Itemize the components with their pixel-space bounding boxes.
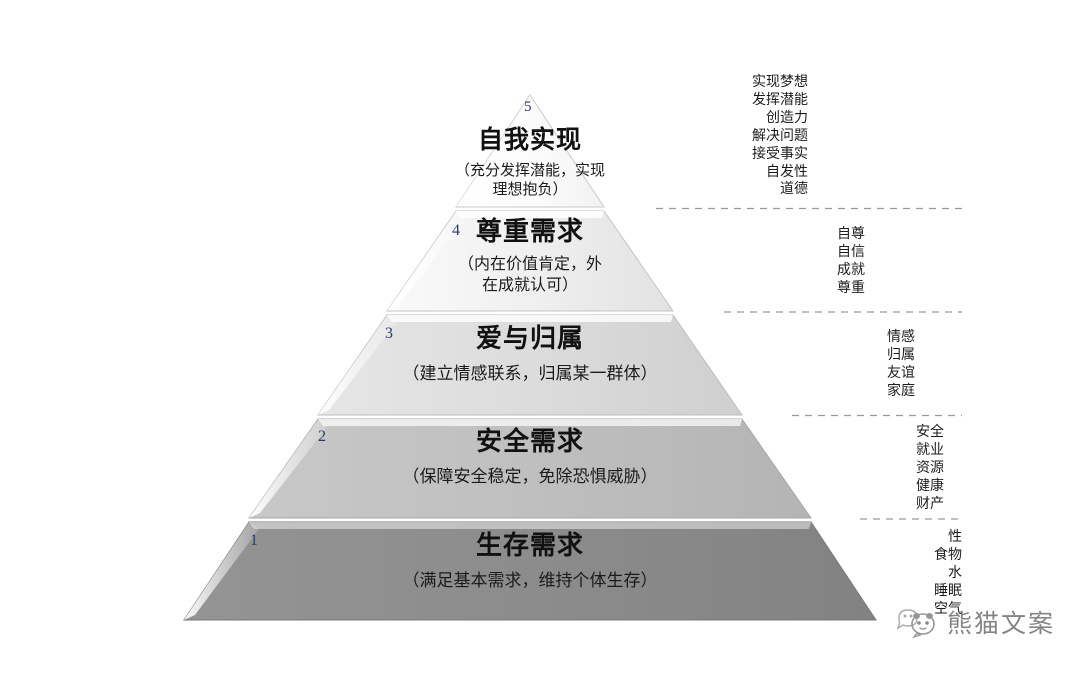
annotation-item: 安全 — [916, 423, 944, 439]
annotations-level-2: 安全 就业 资源 健康 财产 — [916, 423, 944, 513]
pyramid-band-3[interactable] — [317, 314, 743, 416]
pyramid-band-2[interactable] — [248, 418, 812, 519]
annotation-item: 尊重 — [837, 278, 865, 295]
pyramid-band-4[interactable] — [386, 210, 674, 312]
annotation-item: 情感 — [887, 328, 915, 344]
annotation-item: 接受事实 — [752, 144, 808, 161]
annotation-item: 空气 — [934, 599, 962, 616]
level-number-3: 3 — [385, 325, 393, 342]
panda-speech-bubble-icon — [896, 609, 935, 639]
annotation-item: 健康 — [916, 476, 944, 493]
annotation-item: 资源 — [916, 458, 944, 475]
annotations-level-1: 性 食物 水 睡眠 空气 — [934, 528, 962, 618]
level-number-5: 5 — [524, 99, 532, 115]
annotation-item: 归属 — [887, 345, 915, 362]
annotation-item: 就业 — [916, 440, 944, 457]
annotations-level-3: 情感 归属 友谊 家庭 — [887, 328, 915, 400]
annotation-item: 创造力 — [766, 108, 808, 125]
annotation-item: 自发性 — [766, 162, 808, 179]
annotation-item: 解决问题 — [752, 126, 808, 143]
level-number-4: 4 — [452, 222, 460, 239]
annotation-item: 发挥潜能 — [752, 90, 808, 107]
annotation-item: 睡眠 — [934, 581, 962, 598]
watermark-label: 熊猫文案 — [947, 611, 1056, 638]
annotation-item: 自尊 — [837, 225, 865, 241]
annotation-item: 实现梦想 — [752, 73, 808, 89]
annotations-level-5: 实现梦想 发挥潜能 创造力 解决问题 接受事实 自发性 道德 — [752, 73, 808, 198]
annotation-item: 水 — [948, 563, 962, 580]
pyramid-band-1[interactable] — [183, 521, 877, 621]
annotation-item: 家庭 — [887, 381, 915, 398]
annotation-item: 友谊 — [887, 363, 915, 380]
level-number-1: 1 — [250, 532, 258, 549]
annotation-item: 食物 — [934, 545, 962, 562]
annotation-item: 道德 — [780, 180, 808, 197]
level-number-2: 2 — [318, 428, 326, 445]
annotations-level-4: 自尊 自信 成就 尊重 — [837, 225, 865, 297]
annotation-item: 成就 — [837, 260, 865, 277]
watermark: 熊猫文案 — [895, 602, 1055, 642]
leader-lines — [656, 207, 962, 520]
annotation-item: 财产 — [916, 494, 944, 511]
pyramid-band-5[interactable] — [455, 94, 605, 208]
annotation-item: 性 — [948, 528, 962, 544]
annotation-item: 自信 — [837, 242, 865, 259]
